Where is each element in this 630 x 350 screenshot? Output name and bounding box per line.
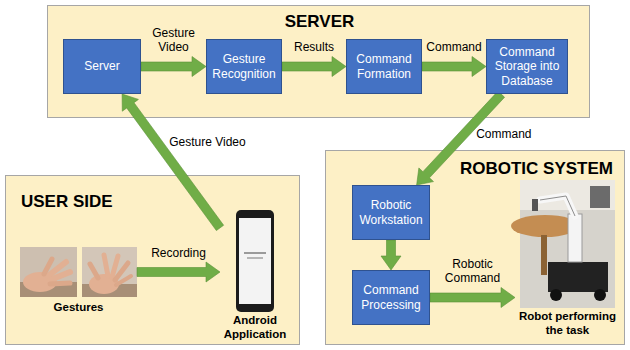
process-label: Robotic Workstation [358, 198, 424, 227]
photo-caption: Android Application [220, 314, 290, 342]
process-label: Command Processing [358, 283, 424, 312]
arrow-label: Results [284, 40, 344, 54]
hand-finger [44, 259, 52, 274]
arrow-label: Robotic Command [437, 257, 509, 286]
photo-ground [20, 282, 77, 297]
photo-ground [82, 284, 137, 297]
hand-palm [89, 274, 119, 294]
section-panel: USER SIDE GesturesAndroid Application [5, 175, 300, 345]
robot-arm [540, 196, 575, 216]
hand-photo [82, 247, 137, 297]
panel-title: ROBOTIC SYSTEM [454, 159, 619, 179]
process-box: Robotic Workstation [352, 185, 430, 240]
section-panel: ROBOTIC SYSTEM Robotic WorkstationCommand… [325, 150, 625, 345]
process-label: Gesture Recognition [212, 52, 276, 81]
process-label: Command Formation [352, 52, 416, 81]
flow-arrow [122, 94, 224, 231]
photo-caption: Robot performing the task [515, 310, 620, 338]
arrow-label: Command [424, 40, 484, 54]
photo-figure: Gestures [20, 247, 137, 315]
flow-arrow [137, 262, 220, 282]
robot-arm-edge [540, 196, 575, 216]
photo-caption: Gestures [20, 301, 137, 315]
flow-arrow [430, 288, 515, 308]
photo-figure: Robot performing the task [515, 180, 620, 338]
hand-finger [48, 262, 66, 276]
process-box: Command Formation [346, 39, 422, 94]
panel-title: USER SIDE [21, 192, 221, 212]
hand-finger [50, 283, 70, 284]
hand-finger [90, 264, 98, 278]
photo-ground [82, 247, 137, 297]
hand-finger [116, 276, 131, 285]
arrow-label: Gesture Video [169, 135, 246, 149]
photo-wall [520, 180, 615, 210]
process-box: Command Processing [352, 270, 430, 325]
robot-photo [511, 180, 615, 308]
process-box: Server [63, 39, 141, 94]
hand-palm [23, 272, 57, 292]
flow-arrow [381, 240, 401, 270]
section-panel: SERVER Server Gesture Recognition Command F… [47, 5, 590, 118]
process-box: Command Storage into Database [486, 39, 568, 94]
photo-figure: Android Application [220, 210, 290, 342]
panel-title: SERVER [48, 12, 591, 32]
process-label: Command Storage into Database [492, 45, 562, 88]
phone-screen-line [247, 257, 263, 259]
hand-finger [104, 255, 108, 276]
hand-photo [20, 247, 77, 297]
photo-ground [20, 247, 77, 297]
photo-object [590, 186, 610, 208]
phone-illustration [236, 210, 274, 312]
flow-arrow [422, 57, 486, 77]
hand-finger [112, 256, 118, 277]
phone-screen [239, 218, 271, 304]
process-label: Server [84, 59, 119, 73]
robot-wheel [594, 289, 606, 301]
hand-finger [50, 272, 70, 280]
photo-ground [520, 180, 615, 308]
arrow-label: Command [476, 127, 531, 141]
hand-finger [115, 263, 128, 280]
arrow-label: Gesture Video [143, 26, 205, 55]
phone-screen-line [244, 252, 266, 254]
robot-column [568, 214, 582, 262]
robot-wheel [550, 289, 562, 301]
flow-arrow [141, 57, 206, 77]
table-leg [541, 235, 547, 275]
robot-gripper [532, 199, 538, 211]
process-box: Gesture Recognition [206, 39, 282, 94]
flow-arrow [282, 57, 346, 77]
arrow-label: Recording [141, 246, 217, 260]
phone-body [236, 210, 274, 312]
robot-base [548, 262, 608, 292]
table-top [511, 215, 579, 237]
